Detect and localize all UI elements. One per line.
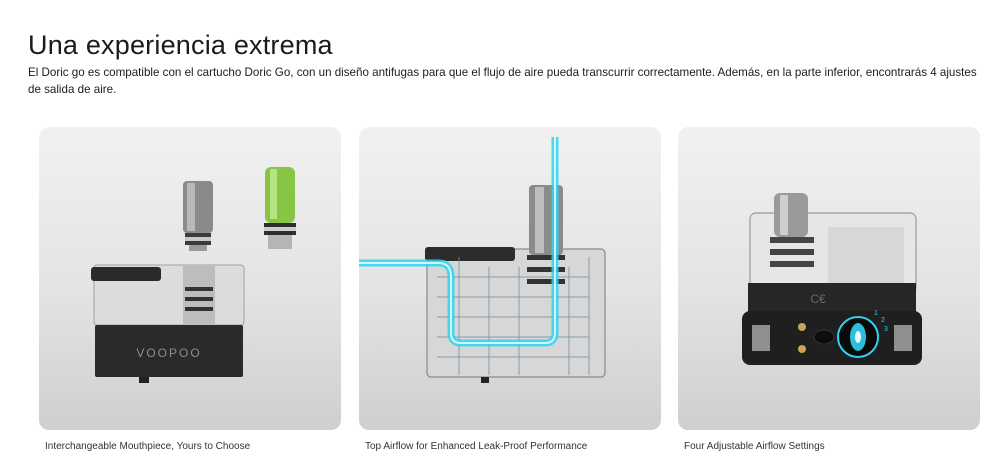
card-caption-airflow-settings: Four Adjustable Airflow Settings [684,441,825,452]
feature-card-airflow-settings: C€ 1 2 3 [678,127,980,430]
dial-number-1: 1 [874,310,878,317]
feature-card-mouthpiece: VOOPOO [39,127,341,430]
card-caption-mouthpiece: Interchangeable Mouthpiece, Yours to Cho… [45,441,251,452]
feature-card-airflow [359,127,661,430]
airflow-diagram-image [359,137,606,383]
svg-text:C€: C€ [810,292,826,306]
section-description: El Doric go es compatible con el cartuch… [28,65,977,96]
voopoo-logo: VOOPOO [136,346,201,360]
section-title: Una experiencia extrema [28,30,333,61]
dial-number-3: 3 [884,326,888,333]
dial-number-2: 2 [881,317,885,324]
card-caption-airflow: Top Airflow for Enhanced Leak-Proof Perf… [365,441,588,452]
airflow-dial-image: C€ 1 2 3 [742,193,922,365]
cartridge-mouthpiece-image: VOOPOO [91,167,296,383]
